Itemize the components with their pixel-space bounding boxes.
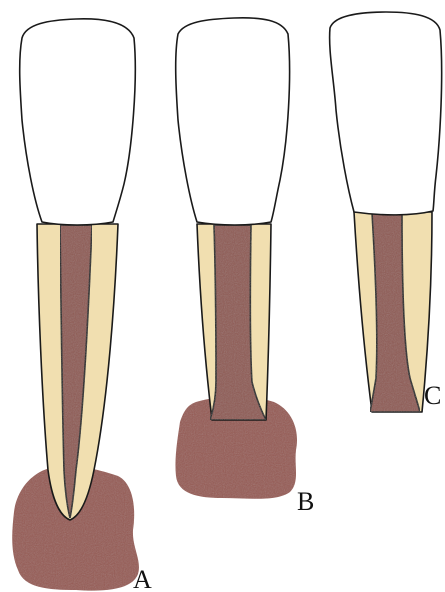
crown-a <box>20 19 136 225</box>
label-a: A <box>133 565 152 592</box>
crown-b <box>176 18 290 225</box>
crown-c <box>330 12 442 215</box>
tooth-c <box>330 12 442 412</box>
label-c: C <box>424 381 441 410</box>
tooth-a <box>12 19 139 591</box>
tooth-b <box>175 18 297 499</box>
label-b: B <box>297 487 314 516</box>
